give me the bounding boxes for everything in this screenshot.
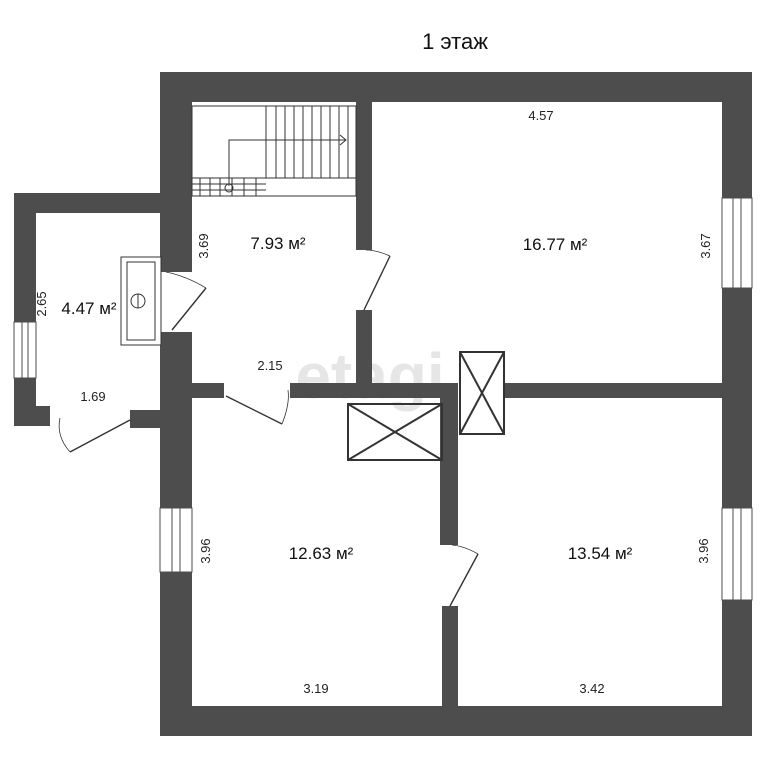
room-right-area: 13.54 м² — [568, 544, 633, 563]
wall-mid-left-b — [290, 383, 440, 398]
sink-fixture — [120, 256, 162, 346]
doors — [58, 249, 479, 607]
dim-room-right-height: 3.96 — [696, 538, 711, 563]
door-bathroom — [165, 271, 207, 331]
wall-mid-right — [505, 383, 722, 398]
door-entrance — [58, 417, 131, 453]
wall-bedrooms-upper — [440, 383, 458, 545]
wall-bedrooms-lower — [442, 606, 458, 706]
dim-room-right-width: 3.42 — [579, 681, 604, 696]
vent-shaft-1 — [459, 351, 505, 435]
wall-right — [722, 72, 752, 736]
dim-kitchen-width: 4.57 — [528, 108, 553, 123]
door-kitchen — [363, 249, 391, 311]
vent-shafts — [347, 351, 505, 461]
wall-hall-kitchen-lower — [356, 310, 372, 398]
room-left-area: 12.63 м² — [289, 544, 354, 563]
dim-hall-width: 2.15 — [257, 358, 282, 373]
wall-annex-left — [14, 193, 36, 426]
wall-bottom — [160, 706, 752, 736]
staircase — [191, 105, 357, 197]
dim-room-left-height: 3.96 — [198, 538, 213, 563]
wall-left-upper — [160, 72, 192, 272]
door-room-left — [225, 389, 289, 425]
wall-annex-bottom-left — [14, 406, 50, 426]
wall-annex-top — [14, 193, 192, 213]
wall-annex-bottom-right — [130, 410, 192, 428]
window-kitchen — [721, 197, 753, 289]
wall-hall-kitchen-upper — [356, 102, 372, 250]
dim-room-left-width: 3.19 — [303, 681, 328, 696]
stair-direction-line — [228, 139, 346, 186]
window-bathroom — [13, 321, 37, 379]
dim-hall-height: 3.69 — [196, 233, 211, 258]
floor-title: 1 этаж — [422, 29, 488, 54]
door-room-right — [449, 544, 479, 607]
dim-bathroom-height: 2.65 — [34, 291, 49, 316]
room-bathroom-area: 4.47 м² — [61, 299, 116, 318]
windows — [13, 197, 753, 601]
wall-mid-left-a — [192, 383, 224, 398]
stair-start-icon — [224, 183, 234, 193]
stair-arrow-icon — [339, 134, 347, 146]
dim-kitchen-height: 3.67 — [698, 233, 713, 258]
vent-shaft-2 — [347, 403, 443, 461]
room-hall-area: 7.93 м² — [250, 234, 305, 253]
room-kitchen-area: 16.77 м² — [523, 235, 588, 254]
window-room-right — [721, 507, 753, 601]
window-room-left — [159, 507, 193, 573]
wall-top — [160, 72, 752, 102]
dim-bathroom-width: 1.69 — [80, 389, 105, 404]
